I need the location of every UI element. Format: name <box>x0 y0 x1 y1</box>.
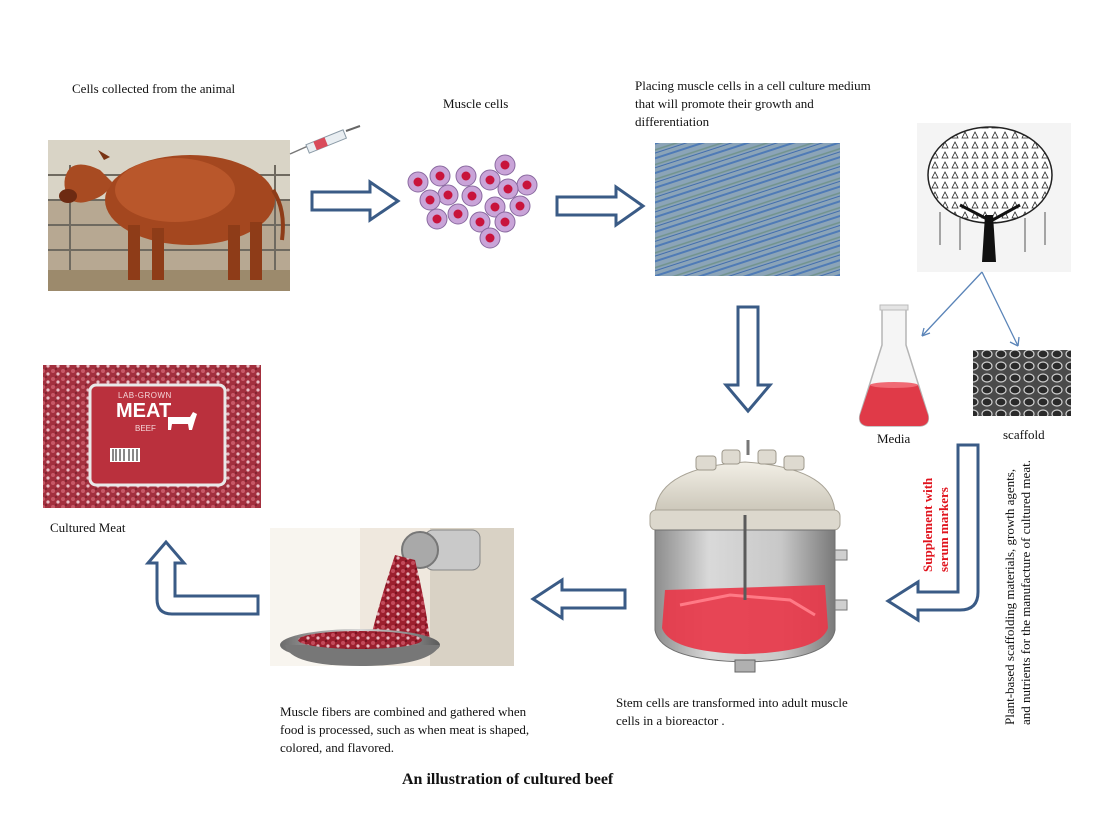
muscle-cell-nucleus <box>432 214 442 224</box>
meat-package-image <box>43 365 261 508</box>
label-stem-cells: Stem cells are transformed into adult mu… <box>616 695 848 728</box>
scaffold-image <box>973 350 1071 416</box>
arrow-cells-to-medium <box>555 184 646 228</box>
label-plant-based: Plant-based scaffolding materials, growt… <box>1002 460 1033 725</box>
muscle-cell-nucleus <box>413 177 423 187</box>
tree-connector-arrows <box>921 271 1020 347</box>
muscle-cell-nucleus <box>522 180 532 190</box>
syringe-icon <box>289 125 361 155</box>
muscle-cell-nucleus <box>515 201 525 211</box>
cell-culture-image <box>655 143 840 276</box>
meat-grinder-image <box>270 528 514 666</box>
label-supplement-line1: Supplement with <box>920 477 935 572</box>
tree-image <box>917 123 1071 272</box>
package-line3: BEEF <box>135 424 156 433</box>
label-placing-medium: Placing muscle cells in a cell culture m… <box>635 78 871 129</box>
label-supplement: Supplement with serum markers <box>920 478 952 572</box>
label-cells-collected: Cells collected from the animal <box>72 81 236 96</box>
muscle-cell-nucleus <box>425 195 435 205</box>
arrow-cow-to-cells <box>310 179 401 223</box>
muscle-cell-nucleus <box>503 184 513 194</box>
muscle-cell-nucleus <box>453 209 463 219</box>
diagram-title: An illustration of cultured beef <box>402 771 614 788</box>
label-muscle-cells: Muscle cells <box>443 96 509 111</box>
label-supplement-line2: serum markers <box>936 487 951 572</box>
muscle-cell-nucleus <box>461 171 471 181</box>
label-media: Media <box>877 431 911 446</box>
muscle-cell-nucleus <box>443 190 453 200</box>
muscle-cell-nucleus <box>435 171 445 181</box>
muscle-cell-nucleus <box>475 217 485 227</box>
arrow-bioreactor-to-grinder <box>530 577 627 621</box>
muscle-cell-nucleus <box>485 175 495 185</box>
label-scaffold: scaffold <box>1003 427 1045 442</box>
bioreactor-image <box>649 440 848 673</box>
arrow-supplement-to-bioreactor <box>885 443 980 623</box>
muscle-cell-nucleus <box>490 202 500 212</box>
label-muscle-fibers: Muscle fibers are combined and gathered … <box>280 704 530 755</box>
muscle-cells-cluster <box>407 154 538 249</box>
cow-image <box>48 140 290 291</box>
arrow-to-cultured-meat <box>144 539 260 616</box>
muscle-cell-nucleus <box>467 191 477 201</box>
package-line1: LAB-GROWN <box>118 391 172 400</box>
arrow-medium-to-bioreactor <box>722 305 774 414</box>
muscle-cell-nucleus <box>500 160 510 170</box>
muscle-cell-nucleus <box>500 217 510 227</box>
package-line2: MEAT <box>116 400 172 422</box>
label-cultured-meat: Cultured Meat <box>50 520 126 535</box>
flask-media-image <box>858 304 930 427</box>
muscle-cell-nucleus <box>485 233 495 243</box>
